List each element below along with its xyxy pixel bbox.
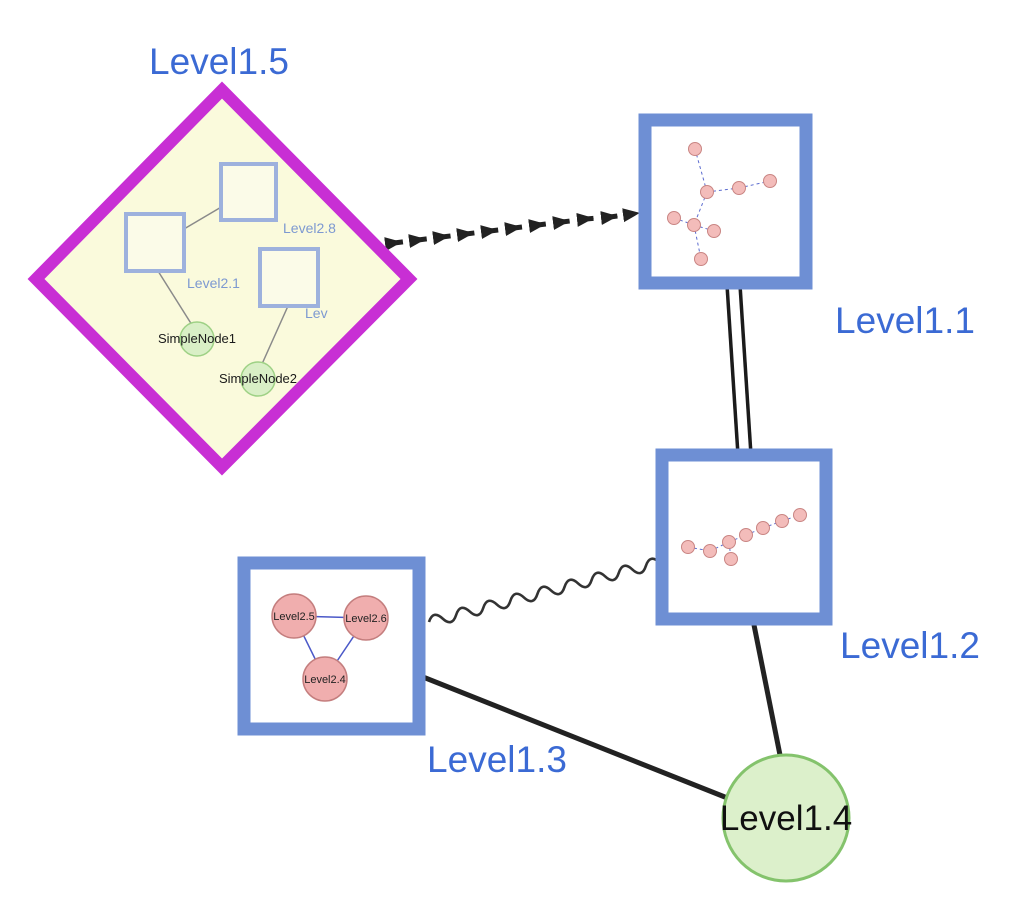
node-level1_2: Level1.2 [655, 448, 980, 666]
level1_1-minigraph [667, 142, 777, 266]
edge-level1_1-to-level1_2[interactable] [725, 284, 753, 456]
level2_6-label: Level2.6 [345, 613, 387, 625]
node-level1_4: Level1.4 [720, 753, 852, 883]
level2_x-label: Lev [305, 305, 328, 321]
mini-node[interactable] [700, 185, 714, 199]
mini-node[interactable] [732, 181, 746, 195]
edge-level1_3-to-level1_4[interactable] [420, 674, 748, 808]
node-level2_8[interactable] [219, 162, 278, 222]
node-level2_6[interactable] [343, 595, 389, 641]
level2_8-label: Level2.8 [283, 220, 336, 236]
level1_4-circle[interactable] [721, 753, 851, 883]
mini-node[interactable] [687, 218, 701, 232]
level1_1-label: Level1.1 [835, 300, 975, 341]
node-level2_5[interactable] [271, 593, 317, 639]
edge-level2_1-to-level2_8[interactable] [183, 205, 224, 230]
mini-node[interactable] [703, 544, 717, 558]
node-level1_3: Level1.3 Level2.5 Level2.6 Level2.4 [237, 556, 567, 780]
level2_5-label: Level2.5 [273, 611, 315, 623]
level2_1-label: Level2.1 [187, 275, 240, 291]
mini-node[interactable] [722, 535, 736, 549]
mini-node[interactable] [688, 142, 702, 156]
simplenode1-label: SimpleNode1 [158, 331, 236, 346]
level1_1-box[interactable] [638, 113, 813, 290]
mini-node[interactable] [739, 528, 753, 542]
node-simplenode1[interactable] [179, 321, 215, 357]
level1_3-box[interactable] [237, 556, 426, 736]
mini-node[interactable] [793, 508, 807, 522]
simplenode2-label: SimpleNode2 [219, 371, 297, 386]
mini-node[interactable] [667, 211, 681, 225]
level1_5-diamond-shape[interactable] [27, 81, 418, 476]
mini-node[interactable] [694, 252, 708, 266]
edge-level1_2-to-level1_4[interactable] [750, 617, 787, 778]
level1_3-label: Level1.3 [427, 739, 567, 780]
level1_2-label: Level1.2 [840, 625, 980, 666]
mini-node[interactable] [681, 540, 695, 554]
level1_5-label: Level1.5 [149, 41, 289, 82]
mini-node[interactable] [756, 521, 770, 535]
mini-node[interactable] [724, 552, 738, 566]
level1_4-label: Level1.4 [720, 799, 852, 838]
mini-node[interactable] [763, 174, 777, 188]
node-level1_1: Level1.1 [638, 113, 975, 341]
level1_2-minigraph [681, 508, 807, 566]
mini-node[interactable] [775, 514, 789, 528]
level2_4-label: Level2.4 [304, 674, 346, 686]
edge-level1_5-to-level1_1[interactable] [384, 208, 640, 252]
edge-level2_1-to-simplenode1[interactable] [157, 270, 193, 326]
edges-layer [384, 208, 787, 808]
node-level2_x[interactable] [258, 247, 320, 308]
edge-lev-to-simplenode2[interactable] [261, 305, 289, 365]
node-level2_4[interactable] [302, 656, 348, 702]
mini-node[interactable] [707, 224, 721, 238]
node-level2_1[interactable] [124, 212, 186, 273]
mini-edge[interactable] [694, 148, 708, 193]
node-simplenode2[interactable] [240, 361, 276, 397]
edge-level1_3-to-level1_2[interactable] [427, 557, 661, 627]
node-level1_5: Level1.5 Level2.8 Level2.1 Lev SimpleNod… [27, 41, 418, 476]
